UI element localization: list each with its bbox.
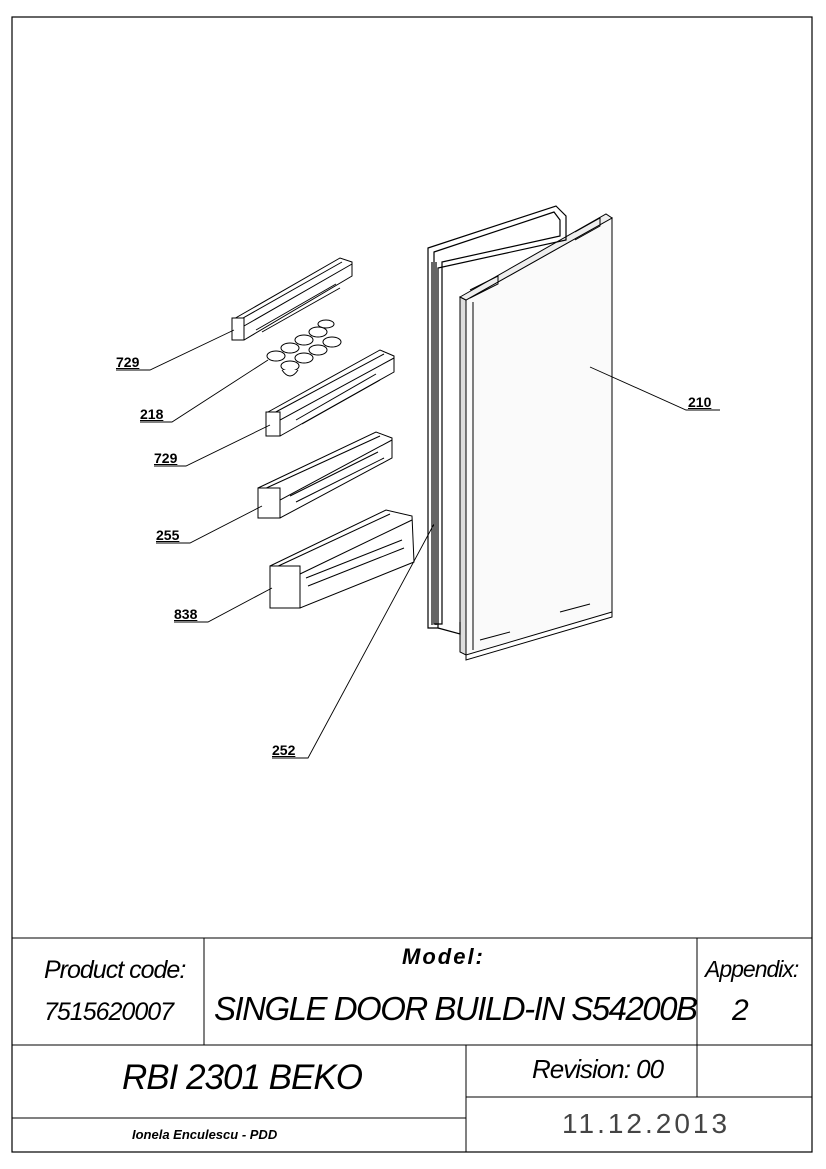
drawing-border — [11, 16, 813, 1153]
callout-210: 210 — [688, 394, 712, 410]
door-shelf-255 — [257, 431, 393, 519]
product-name: RBI 2301 BEKO — [122, 1058, 363, 1097]
door-panel — [458, 213, 613, 661]
date: 11.12.2013 — [562, 1108, 731, 1139]
callout-252: 252 — [272, 742, 296, 758]
revision: Revision: 00 — [532, 1054, 664, 1084]
callout-729-top: 729 — [116, 354, 140, 370]
callout-729-bottom: 729 — [154, 450, 178, 466]
bottle-shelf-838 — [269, 509, 415, 609]
author: Ionela Enculescu - PDD — [132, 1127, 278, 1142]
product-code: 7515620007 — [44, 998, 174, 1026]
appendix-label: Appendix: — [705, 956, 799, 982]
leader-lines — [116, 329, 720, 759]
product-code-label: Product code: — [44, 956, 186, 984]
door-gasket — [427, 205, 567, 635]
callout-255: 255 — [156, 527, 180, 543]
callout-218: 218 — [140, 406, 164, 422]
model-label: Model: — [402, 944, 485, 969]
callout-838: 838 — [174, 606, 198, 622]
title-block-grid — [12, 937, 812, 1152]
door-shelf-729-bottom — [265, 349, 395, 437]
model-name: SINGLE DOOR BUILD-IN S54200B — [214, 990, 698, 1027]
egg-tray — [266, 319, 342, 377]
door-shelf-729-top — [231, 257, 353, 341]
appendix-number: 2 — [732, 994, 749, 1027]
